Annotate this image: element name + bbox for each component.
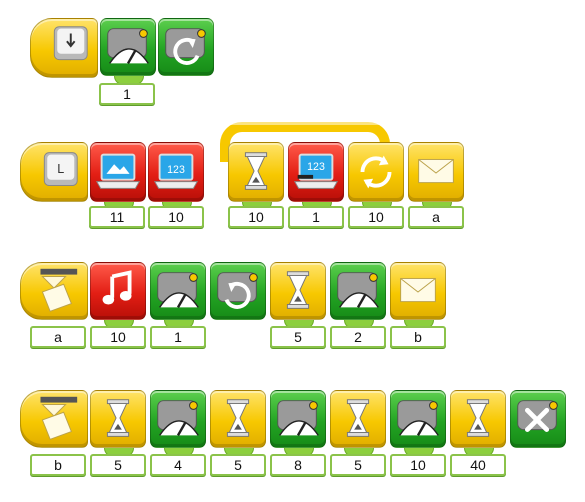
wait-value[interactable]: 40 <box>450 454 506 476</box>
key-down-arrow-icon <box>53 26 88 61</box>
svg-text:123: 123 <box>307 161 325 173</box>
display-image-block[interactable] <box>90 142 146 202</box>
laptop-minus-icon: 123 <box>293 153 339 189</box>
repeat-icon <box>360 155 392 189</box>
hourglass-icon <box>286 271 310 309</box>
svg-text:123: 123 <box>167 164 185 176</box>
motor-power-block[interactable] <box>150 262 206 320</box>
start-on-message-block[interactable] <box>20 390 88 448</box>
display-subtract-block[interactable]: 123 <box>288 142 344 202</box>
motor-power-block[interactable] <box>150 390 206 448</box>
motor-power-block[interactable] <box>100 18 156 76</box>
wait-value[interactable]: 10 <box>228 206 284 228</box>
program-row-2: L 123 123 <box>0 118 585 228</box>
message-receive-icon <box>40 268 78 312</box>
start-on-key-block[interactable] <box>30 18 98 78</box>
repeat-block[interactable] <box>348 142 404 202</box>
display-image-value[interactable]: 11 <box>89 206 145 228</box>
wait-block[interactable] <box>330 390 386 448</box>
hourglass-icon <box>106 399 130 437</box>
motor-direction-block[interactable] <box>210 262 266 320</box>
motor-direction-ccw-icon <box>165 28 206 65</box>
display-subtract-value[interactable]: 1 <box>288 206 344 228</box>
wait-value[interactable]: 5 <box>270 326 326 348</box>
laptop-image-icon <box>95 153 141 189</box>
program-row-1: 1 <box>0 0 585 110</box>
motor-power-value[interactable]: 4 <box>150 454 206 476</box>
hourglass-icon <box>346 399 370 437</box>
wait-block[interactable] <box>210 390 266 448</box>
motor-direction-cw-icon <box>217 272 258 309</box>
motor-power-icon <box>157 400 199 436</box>
hourglass-icon <box>466 399 490 437</box>
motor-power-icon <box>397 400 439 436</box>
motor-power-icon <box>337 272 379 308</box>
motor-power-value[interactable]: 2 <box>330 326 386 348</box>
hourglass-icon <box>244 152 268 190</box>
motor-power-icon <box>157 272 199 308</box>
receive-message-value[interactable]: a <box>30 326 86 348</box>
laptop-number-icon: 123 <box>153 153 199 189</box>
wait-block[interactable] <box>228 142 284 202</box>
send-message-block[interactable] <box>408 142 464 202</box>
motor-power-block[interactable] <box>270 390 326 448</box>
message-receive-icon <box>40 396 78 440</box>
send-message-block[interactable] <box>390 262 446 320</box>
motor-power-block[interactable] <box>390 390 446 448</box>
motor-off-icon <box>517 400 558 433</box>
motor-power-icon <box>277 400 319 436</box>
wait-block[interactable] <box>270 262 326 320</box>
wait-value[interactable]: 5 <box>90 454 146 476</box>
program-row-3: a 10 1 5 2 b <box>0 258 585 368</box>
wait-value[interactable]: 5 <box>330 454 386 476</box>
motor-off-block[interactable] <box>510 390 566 448</box>
key-letter-l-icon: L <box>43 152 78 187</box>
receive-message-value[interactable]: b <box>30 454 86 476</box>
program-row-4: b 5 4 5 8 5 10 40 <box>0 388 585 498</box>
motor-direction-block[interactable] <box>158 18 214 76</box>
wait-value[interactable]: 5 <box>210 454 266 476</box>
motor-power-value[interactable]: 1 <box>99 83 155 105</box>
motor-power-value[interactable]: 8 <box>270 454 326 476</box>
send-message-value[interactable]: a <box>408 206 464 228</box>
sound-value[interactable]: 10 <box>90 326 146 348</box>
send-message-value[interactable]: b <box>390 326 446 348</box>
envelope-icon <box>400 277 436 303</box>
music-note-icon <box>102 270 132 305</box>
display-number-block[interactable]: 123 <box>148 142 204 202</box>
motor-power-icon <box>107 28 149 64</box>
hourglass-icon <box>226 399 250 437</box>
wait-block[interactable] <box>90 390 146 448</box>
display-number-value[interactable]: 10 <box>148 206 204 228</box>
envelope-icon <box>418 158 454 184</box>
sound-block[interactable] <box>90 262 146 320</box>
start-on-key-block[interactable]: L <box>20 142 88 202</box>
motor-power-value[interactable]: 10 <box>390 454 446 476</box>
motor-power-value[interactable]: 1 <box>150 326 206 348</box>
wait-block[interactable] <box>450 390 506 448</box>
repeat-count-value[interactable]: 10 <box>348 206 404 228</box>
motor-power-block[interactable] <box>330 262 386 320</box>
start-on-message-block[interactable] <box>20 262 88 320</box>
svg-text:L: L <box>57 162 64 176</box>
